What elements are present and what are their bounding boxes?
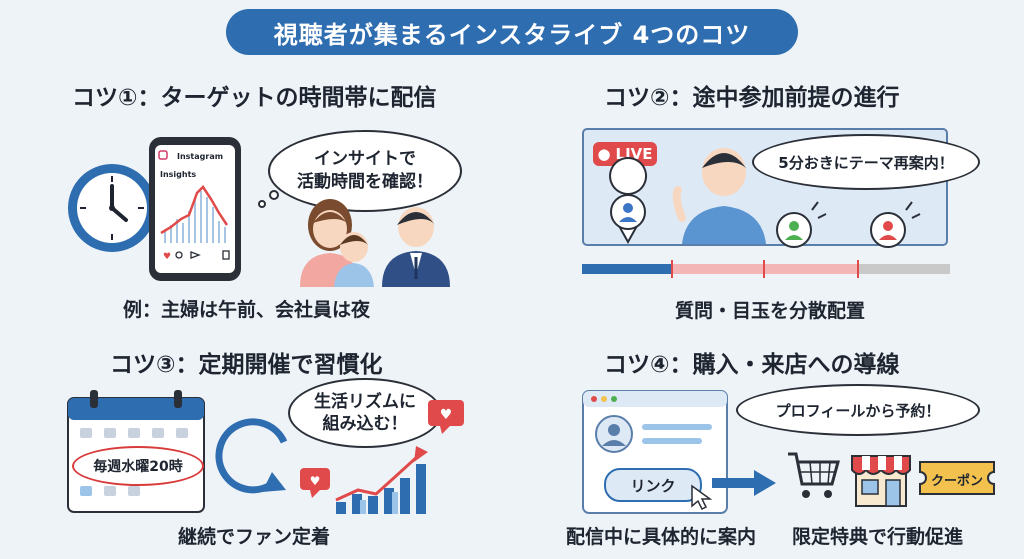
tip4-speech-bubble: プロフィールから予約！ [736, 384, 980, 436]
tip4-caption-left: 配信中に具体的に案内 [566, 526, 757, 548]
tip3-speech-bubble: 生活リズムに 組み込む！ [288, 378, 442, 448]
tip1-thought-bubble: インサイトで 活動時間を確認！ [268, 130, 462, 212]
right-arrow-icon [712, 470, 776, 496]
clock-icon [68, 164, 156, 252]
svg-text:♥: ♥ [310, 474, 321, 488]
tip2-heading: コツ②：途中参加前提の進行 [604, 85, 900, 111]
tip1-caption: 例：主婦は午前、会社員は夜 [123, 299, 371, 321]
family-illustration [300, 199, 450, 287]
calendar-schedule-label: 毎週水曜20時 [72, 446, 204, 486]
tip2-speech-bubble: 5分おきにテーマ再案内！ [752, 134, 980, 190]
viewer-pins-timeline [582, 157, 950, 278]
thought-bubble-dots [258, 190, 279, 208]
coupon-ticket-icon [919, 461, 995, 495]
cycle-arrow-icon [215, 418, 288, 494]
tip4-heading: コツ④：購入・来店への導線 [604, 352, 900, 378]
shopping-cart-icon [788, 452, 840, 498]
store-icon [851, 455, 911, 507]
coupon-label: クーポン [930, 474, 983, 489]
tip3-heading: コツ③：定期開催で習慣化 [110, 352, 383, 378]
insights-label: Insights [160, 170, 197, 179]
cursor-icon [691, 484, 713, 511]
phone-insights-graphic: ♥ [149, 137, 241, 281]
live-dot-icon: ● [597, 145, 611, 163]
growth-chart-graphic: ♥ ♥ [300, 400, 464, 514]
tip3-bubble-line2: 組み込む！ [322, 414, 408, 434]
link-button[interactable]: リンク [604, 468, 702, 502]
tip1-bubble-line1: インサイトで [314, 149, 416, 170]
tip3-bubble-line1: 生活リズムに [314, 391, 416, 412]
tip3-caption: 継続でファン定着 [178, 526, 331, 548]
tip2-caption: 質問・目玉を分散配置 [675, 300, 866, 322]
tip1-heading: コツ①：ターゲットの時間帯に配信 [72, 85, 437, 111]
tip1-bubble-line2: 活動時間を確認！ [297, 172, 433, 192]
svg-text:♥: ♥ [440, 407, 453, 423]
app-name-label: Instagram [177, 152, 224, 161]
main-title: 視聴者が集まるインスタライブ 4つのコツ [226, 9, 798, 55]
svg-text:♥: ♥ [163, 252, 171, 262]
tip4-caption-right: 限定特典で行動促進 [792, 526, 964, 548]
